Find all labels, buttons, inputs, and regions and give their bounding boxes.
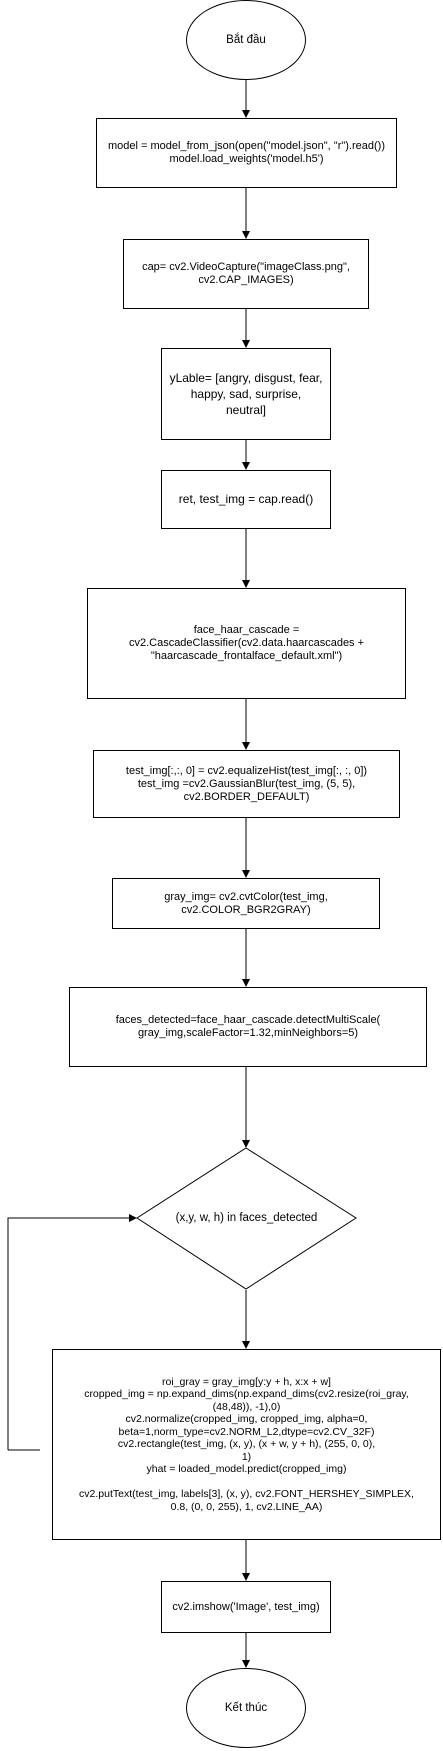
text-line: cv2.CAP_IMAGES): [198, 274, 294, 286]
text-line: beta=1,norm_type=cv2.NORM_L2,dtype=cv2.C…: [118, 1425, 375, 1438]
text-line: cap= cv2.VideoCapture("imageClass.png",: [142, 261, 350, 273]
decision-diamond: [136, 1147, 357, 1290]
text-line: cv2.rectangle(test_img, (x, y), (x + w, …: [117, 1438, 376, 1451]
text-line: cv2.CascadeClassifier(cv2.data.haarcasca…: [128, 637, 365, 649]
text-line: roi_gray = gray_img[y:y + h, x:x + w]: [162, 1375, 331, 1388]
text-line: ret, test_img = cap.read(): [178, 492, 314, 506]
load-model-text: model = model_from_json(open("model.json…: [108, 140, 385, 166]
detect-text: faces_detected=face_haar_cascade.detectM…: [116, 1014, 380, 1040]
end-label: Kết thúc: [224, 1702, 268, 1714]
capture-box: cap= cv2.VideoCapture("imageClass.png",c…: [123, 239, 369, 309]
text-line: yLable= [angry, disgust, fear,: [169, 371, 323, 385]
cascade-box: face_haar_cascade =cv2.CascadeClassifier…: [87, 588, 406, 699]
text-line: test_img =cv2.GaussianBlur(test_img, (5,…: [137, 777, 356, 790]
text-line: cv2.putText(test_img, labels[3], (x, y),…: [79, 1488, 414, 1501]
text-line: 0.8, (0, 0, 255), 1, cv2.LINE_AA): [170, 1500, 323, 1513]
show-text: cv2.imshow('Image', test_img): [172, 1601, 319, 1614]
text-line: gray_img,scaleFactor=1.32,minNeighbors=5…: [137, 1027, 359, 1039]
cascade-text: face_haar_cascade =cv2.CascadeClassifier…: [129, 624, 364, 663]
process-box: roi_gray = gray_img[y:y + h, x:x + w]cro…: [52, 1349, 441, 1540]
labels-text: yLable= [angry, disgust, fear, happy, sad…: [170, 370, 323, 418]
capture-text: cap= cv2.VideoCapture("imageClass.png",c…: [142, 261, 350, 287]
text-line: model = model_from_json(open("model.json…: [108, 140, 385, 152]
gray-box: gray_img= cv2.cvtColor(test_img,cv2.COLO…: [112, 878, 380, 929]
end-node: Kết thúc: [186, 1668, 306, 1748]
text-line: test_img[:,:, 0] = cv2.equalizeHist(test…: [125, 764, 368, 777]
start-label: Bắt đầu: [226, 34, 266, 46]
loop-condition-text: (x,y, w, h) in faces_detected: [175, 1212, 318, 1224]
text-line: gray_img= cv2.cvtColor(test_img,: [164, 890, 328, 903]
text-line: 1): [241, 1450, 252, 1463]
equalize-text: test_img[:,:, 0] = cv2.equalizeHist(test…: [126, 765, 367, 804]
text-line: happy, sad, surprise,: [190, 387, 302, 401]
arrow-loop-back: [7, 1214, 137, 1450]
text-line: cv2.imshow('Image', test_img): [172, 1600, 320, 1613]
text-line: neutral]: [225, 403, 267, 417]
detect-box: faces_detected=face_haar_cascade.detectM…: [69, 987, 427, 1067]
labels-box: yLable= [angry, disgust, fear, happy, sad…: [161, 348, 331, 440]
text-line: face_haar_cascade =: [193, 624, 300, 636]
loop-condition: (x,y, w, h) in faces_detected: [137, 1205, 356, 1231]
text-line: cv2.COLOR_BGR2GRAY): [181, 903, 311, 916]
read-box: ret, test_img = cap.read(): [161, 470, 331, 529]
text-line: cv2.BORDER_DEFAULT): [183, 790, 310, 803]
read-text: ret, test_img = cap.read(): [179, 493, 313, 506]
process-text: roi_gray = gray_img[y:y + h, x:x + w]cro…: [79, 1376, 414, 1514]
text-line: model.load_weights('model.h5'): [169, 153, 324, 165]
start-node: Bắt đầu: [186, 0, 306, 80]
text-line: "haarcascade_frontalface_default.xml"): [150, 650, 343, 662]
text-line: cv2.normalize(cropped_img, cropped_img, …: [125, 1413, 368, 1426]
load-model-box: model = model_from_json(open("model.json…: [96, 118, 397, 188]
text-line: cropped_img = np.expand_dims(np.expand_d…: [84, 1388, 409, 1401]
text-line: (48,48)), -1),0): [212, 1400, 281, 1413]
gray-text: gray_img= cv2.cvtColor(test_img,cv2.COLO…: [164, 891, 328, 917]
equalize-box: test_img[:,:, 0] = cv2.equalizeHist(test…: [93, 750, 400, 818]
show-box: cv2.imshow('Image', test_img): [161, 1581, 331, 1633]
text-line: yhat = loaded_model.predict(cropped_img): [146, 1463, 347, 1476]
text-line: faces_detected=face_haar_cascade.detectM…: [115, 1014, 381, 1026]
text-line: [79, 1476, 414, 1489]
